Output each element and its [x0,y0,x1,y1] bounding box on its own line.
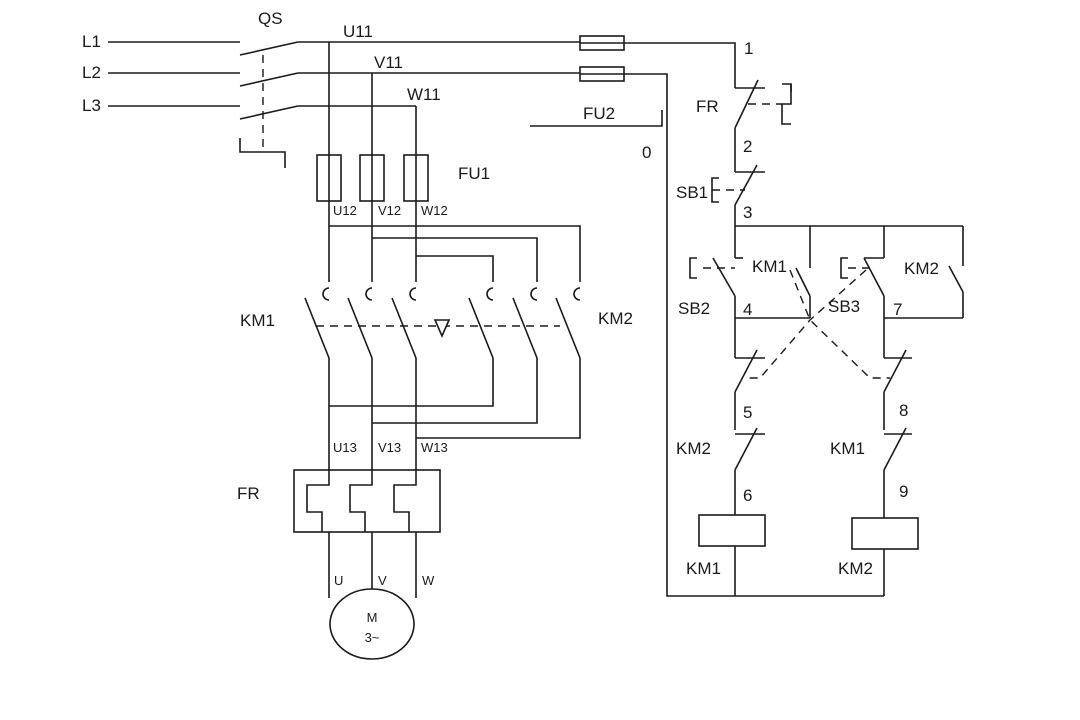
interlock-nc-forward [734,349,765,430]
motor-sub-label: 3~ [365,630,380,645]
control-circuit: FU2 1 0 FR 2 SB1 3 [530,35,964,597]
label-v13: V13 [378,440,401,455]
label-w11: W11 [407,85,441,104]
label-l2: L2 [82,63,101,82]
node-4: 4 [743,300,752,319]
label-l1: L1 [82,32,101,51]
interlock-cross-1 [789,269,890,379]
overload-relay-fr: FR [237,469,441,533]
interlock-triangle-icon [433,319,451,338]
motor-label: M [367,610,378,625]
node-1: 1 [744,39,753,58]
label-fu2: FU2 [583,104,615,123]
power-circuit: L1 L2 L3 QS U11 V11 W11 [82,9,633,660]
label-qs: QS [258,9,283,28]
stop-button-sb1: SB1 [676,164,765,226]
start-button-sb3: SB3 [828,246,885,358]
label-fr-control: FR [696,97,719,116]
node-8: 8 [899,401,908,420]
hold-contact-km2 [884,246,964,319]
fuse-fu1: FU1 [316,154,490,202]
label-u13: U13 [333,440,357,455]
wire-control-top [624,42,736,88]
fuse-fu2: FU2 [530,35,663,127]
label-motor-w: W [422,573,435,588]
interlock-contact-km1: KM1 [830,427,912,518]
node-7: 7 [893,300,902,319]
label-sb1: SB1 [676,183,708,202]
label-km1-hold: KM1 [752,257,787,276]
label-fr-power: FR [237,484,260,503]
label-coil-km1: KM1 [686,559,721,578]
node-3: 3 [743,203,752,222]
interlock-nc-reverse [883,349,912,430]
label-l3: L3 [82,96,101,115]
label-w13: W13 [421,440,448,455]
label-km1-main: KM1 [240,311,275,330]
label-v11: V11 [374,53,403,72]
hold-contact-km1 [735,246,811,319]
label-km2-hold: KM2 [904,259,939,278]
contactor-km2-main: KM2 [468,287,633,359]
coil-km1 [698,514,766,547]
label-sb3: SB3 [828,297,860,316]
motor: M 3~ [329,588,415,660]
interlock-contact-km2: KM2 [676,427,765,515]
label-motor-u: U [334,573,343,588]
interlock-cross-2 [745,269,867,379]
contactor-km1-main: KM1 [240,287,417,359]
label-km2-interlock: KM2 [676,439,711,458]
label-km2-main: KM2 [598,309,633,328]
label-u12: U12 [333,203,357,218]
label-w12: W12 [421,203,448,218]
coil-km2 [851,517,919,550]
overload-contact-fr: FR [696,79,792,165]
label-coil-km2: KM2 [838,559,873,578]
label-v12: V12 [378,203,401,218]
label-km1-interlock: KM1 [830,439,865,458]
node-0: 0 [642,143,651,162]
label-fu1: FU1 [458,164,490,183]
node-9: 9 [899,482,908,501]
label-u11: U11 [343,22,373,41]
node-5: 5 [743,403,752,422]
label-sb2: SB2 [678,299,710,318]
node-2: 2 [743,137,752,156]
isolator-qs: QS [239,9,299,168]
wire-control-return [624,73,884,597]
node-6: 6 [743,486,752,505]
start-button-sb2: SB2 [678,226,743,358]
label-motor-v: V [378,573,387,588]
